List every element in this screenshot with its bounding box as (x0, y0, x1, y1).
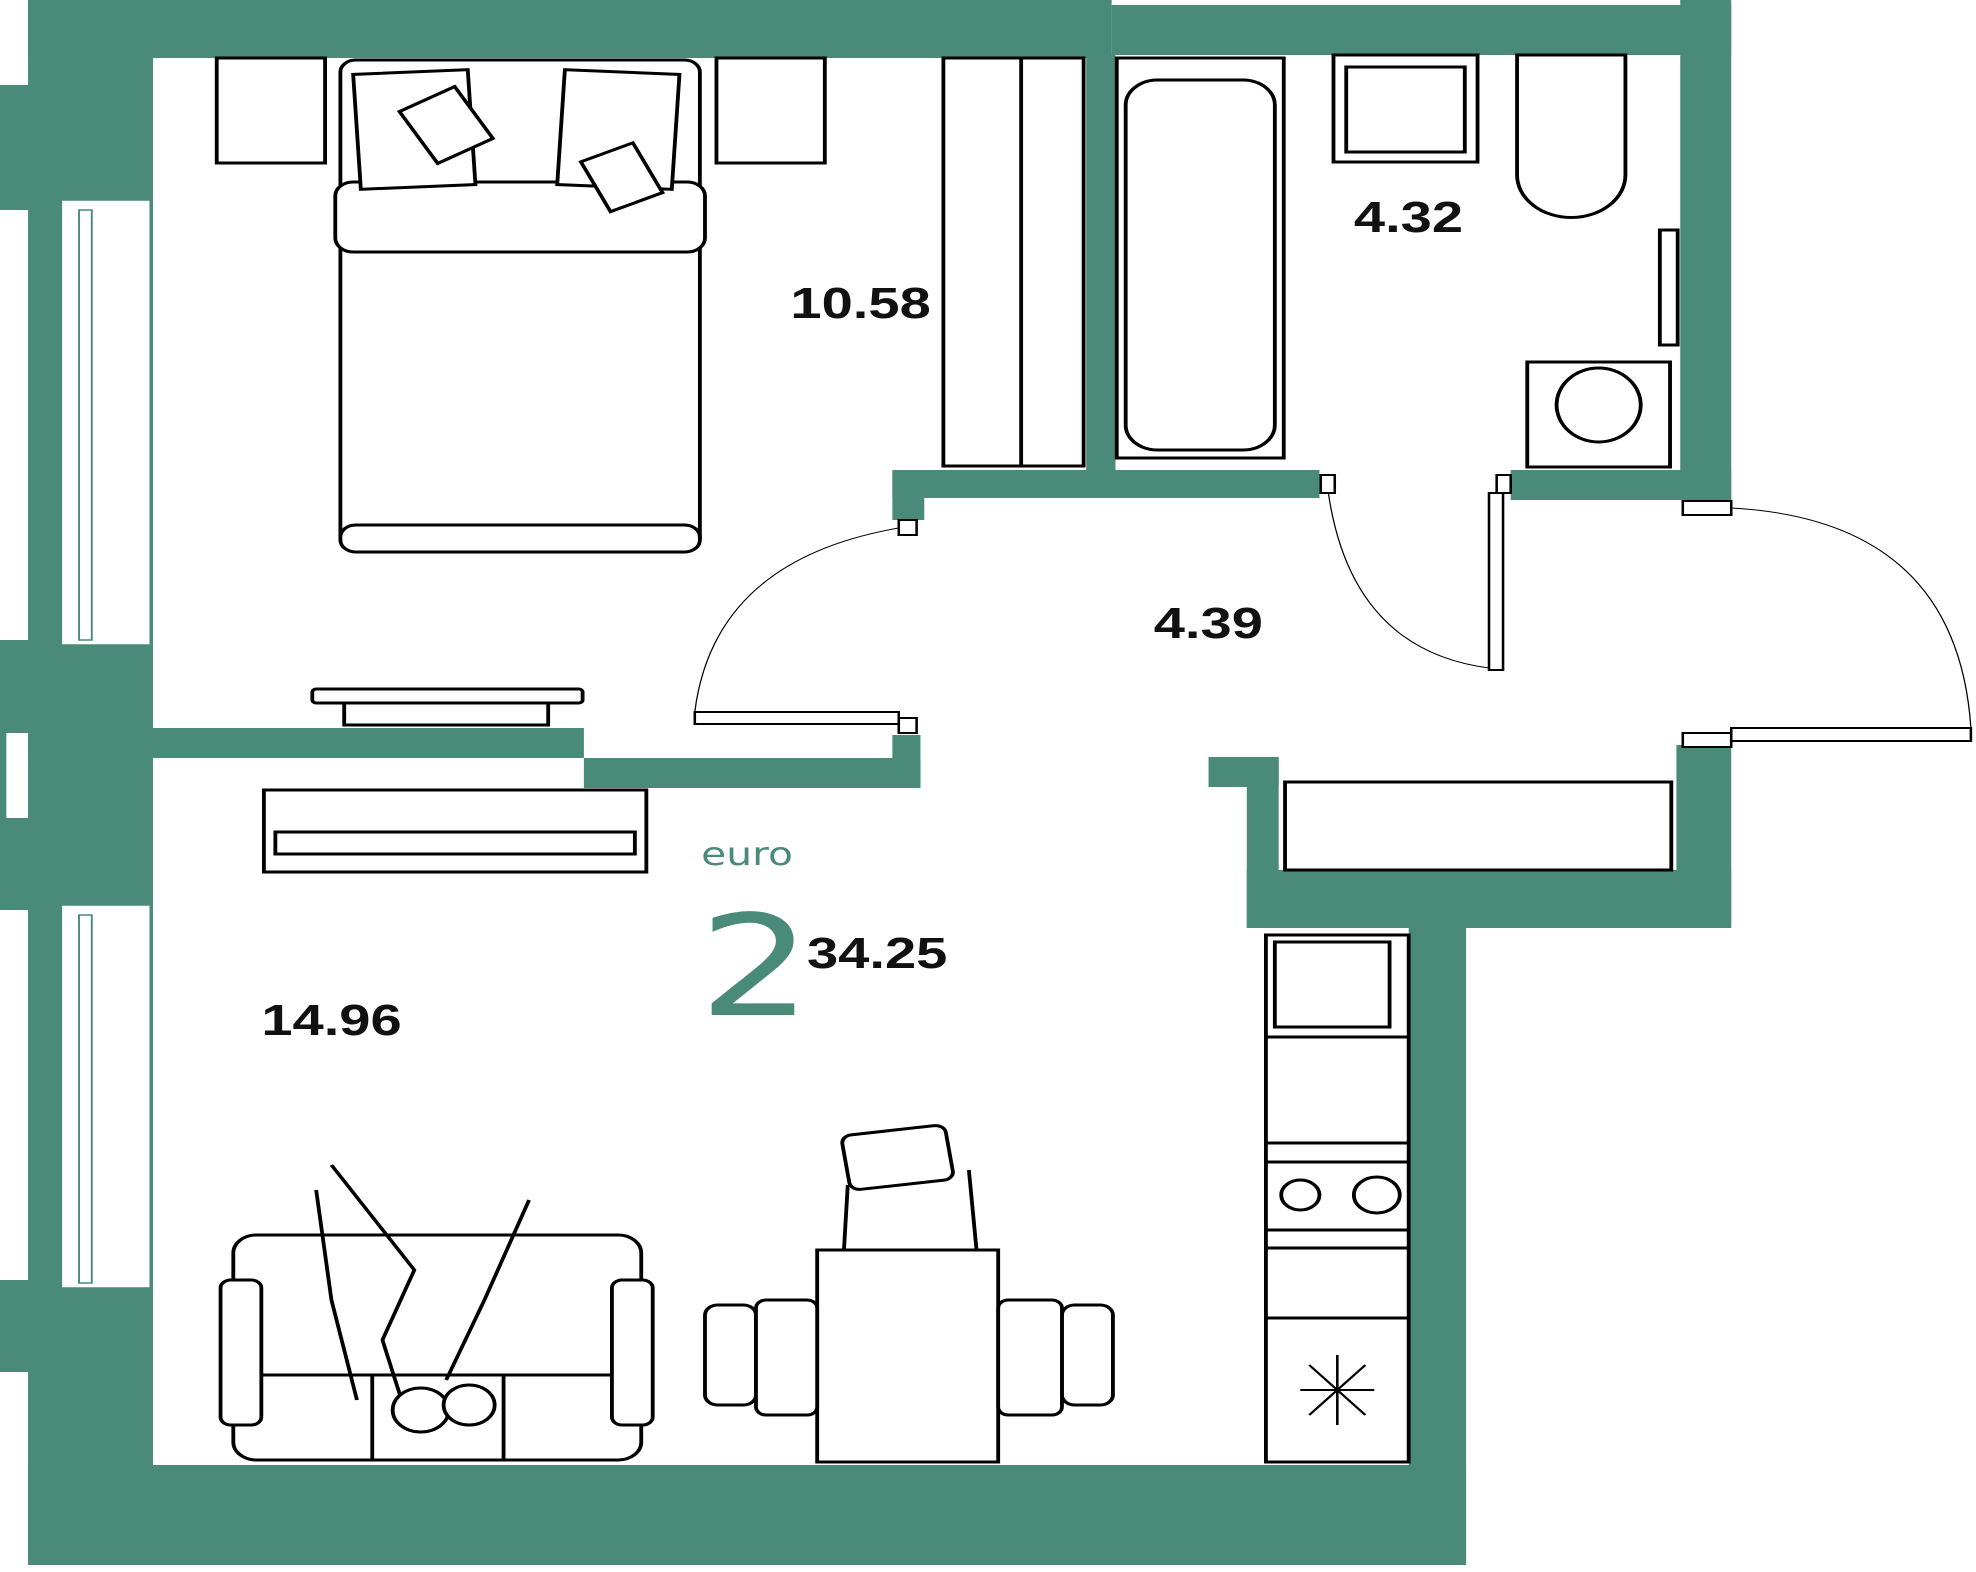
labels: 10.58 4.32 4.39 14.96 euro 2 34.25 (261, 192, 1463, 1048)
doors (693, 474, 1973, 748)
area-hallway: 4.39 (1154, 598, 1263, 648)
area-bathroom: 4.32 (1354, 192, 1463, 242)
living-furniture (218, 780, 1674, 1464)
area-bedroom: 10.58 (790, 278, 930, 328)
windows (60, 199, 152, 1289)
stove-burner (1351, 1175, 1402, 1215)
stove-burner (1279, 1178, 1322, 1212)
kitchen (1264, 933, 1411, 1464)
total-area: 34.25 (807, 928, 947, 978)
bathroom-fixtures (1114, 53, 1680, 469)
toilet (1515, 53, 1628, 219)
tv (310, 687, 585, 705)
kitchen-sink (1272, 940, 1392, 1029)
walls (0, 0, 1732, 1565)
type-label: euro (701, 835, 793, 873)
wardrobe (941, 56, 1086, 468)
rooms-count: 2 (699, 885, 813, 1048)
snowflake-icon (1300, 1355, 1375, 1425)
bedroom-furniture (214, 56, 1086, 727)
dining-table (815, 1248, 1001, 1464)
cabinet (1283, 780, 1674, 872)
people (314, 1164, 531, 1421)
area-living: 14.96 (261, 995, 401, 1045)
